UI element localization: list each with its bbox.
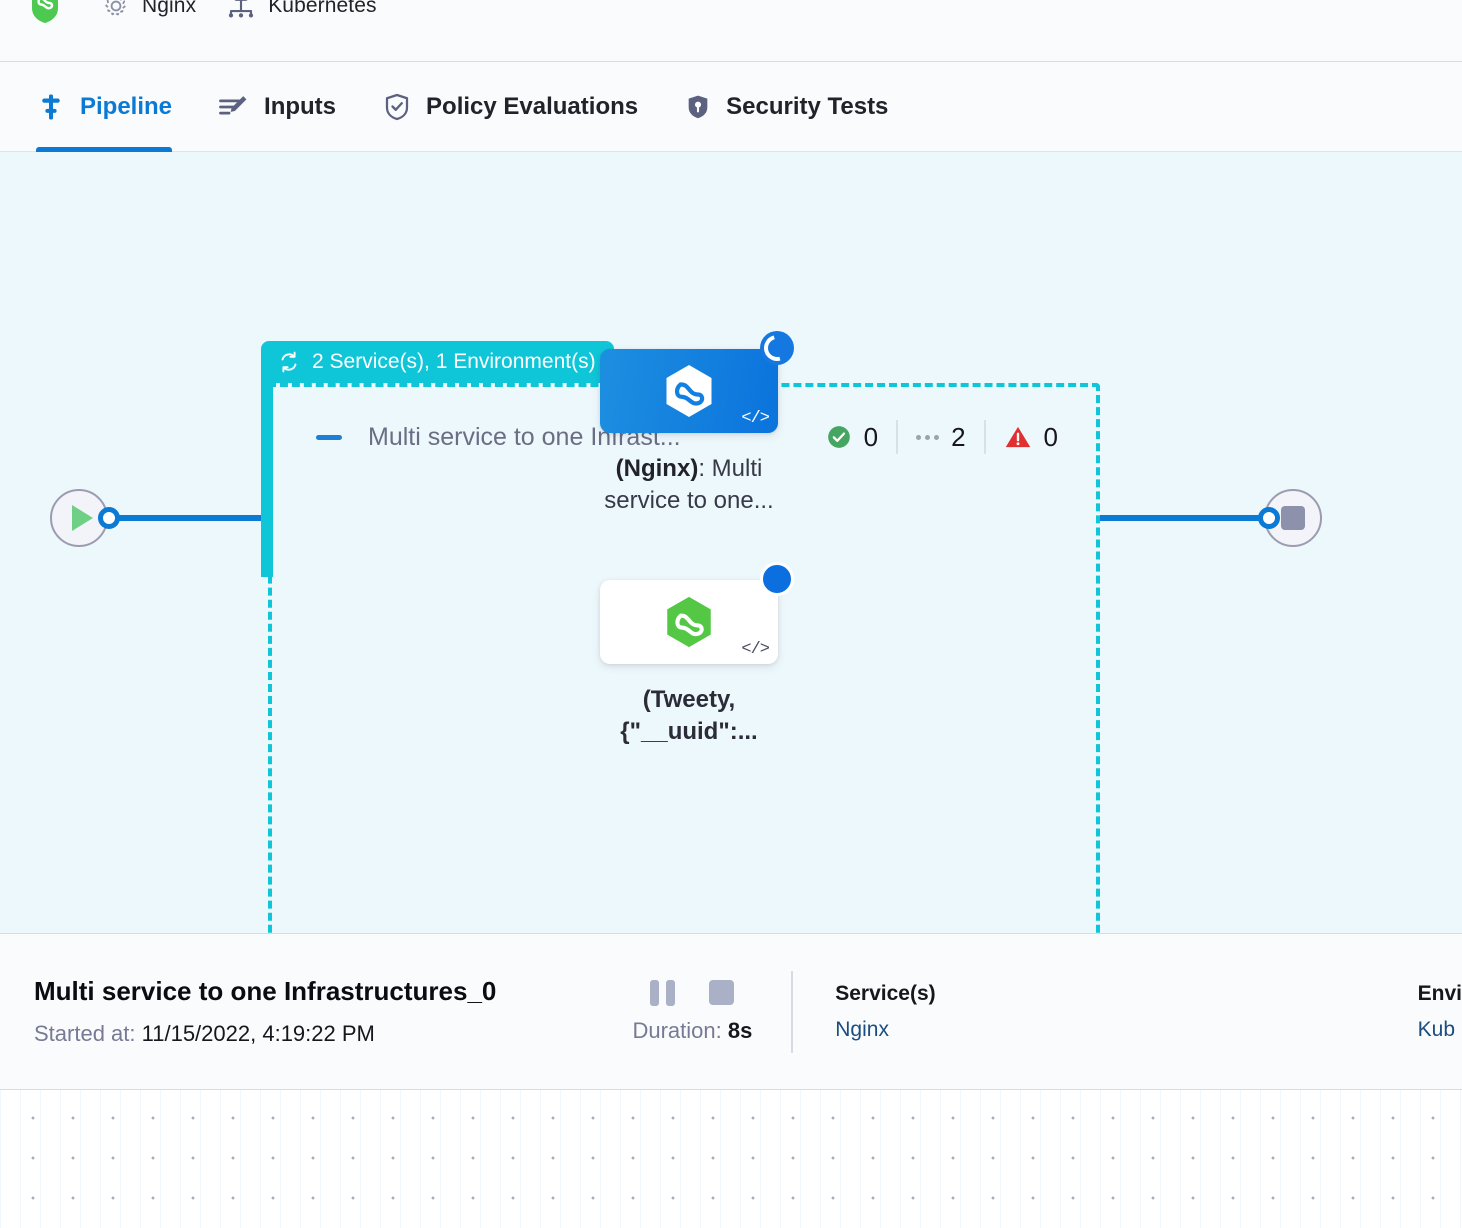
execution-detail-left: Multi service to one Infrastructures_0 S… — [0, 976, 594, 1047]
execution-controls: Duration: 8s — [594, 979, 792, 1044]
environments-column: Envi Kub — [1376, 982, 1462, 1042]
inputs-icon — [219, 95, 247, 115]
gear-icon — [105, 0, 126, 16]
spinner-badge — [760, 331, 794, 365]
stage-status-group: 0 2 0 — [808, 420, 1076, 454]
service-node-tweety-label: (Tweety, {"__uuid":... — [620, 686, 758, 746]
tab-inputs-label: Inputs — [264, 92, 337, 120]
page-title: Multi service to one Infrastructures_0 — [34, 976, 497, 1006]
matrix-group-badge-label: 2 Service(s), 1 Environment(s) — [312, 350, 596, 373]
services-column-head: Service(s) — [835, 981, 936, 1005]
tab-pipeline-label: Pipeline — [80, 92, 173, 120]
service-node-nginx[interactable]: </> (Nginx): Multi service to one... — [600, 331, 794, 517]
duration-label: Duration: — [632, 1017, 722, 1043]
breadcrumb-item-nginx[interactable]: Nginx — [102, 0, 196, 20]
code-view-icon[interactable]: </> — [741, 640, 770, 659]
pause-icon[interactable] — [650, 979, 676, 1006]
status-pending-count: 2 — [951, 421, 966, 452]
collapse-dash-icon[interactable] — [316, 434, 342, 440]
service-node-nginx-label: (Nginx): Multi service to one... — [589, 453, 789, 517]
matrix-group-badge[interactable]: 2 Service(s), 1 Environment(s) — [261, 341, 614, 383]
end-connector-dot — [1258, 507, 1280, 529]
services-column: Service(s) Nginx — [793, 982, 935, 1042]
service-node-nginx-card[interactable]: </> — [600, 331, 794, 433]
pipeline-end-node[interactable] — [1264, 489, 1322, 547]
stop-icon — [1281, 506, 1305, 530]
tab-pipeline[interactable]: Pipeline — [36, 62, 173, 152]
status-pending: 2 — [896, 420, 983, 454]
breadcrumb-item-kubernetes[interactable]: Kubernetes — [226, 0, 377, 21]
detail-divider — [791, 970, 794, 1053]
edge-start-to-group — [104, 515, 272, 521]
status-success: 0 — [808, 420, 896, 454]
service-node-tweety[interactable]: </> (Tweety, {"__uuid":... — [600, 562, 794, 748]
play-icon — [71, 505, 93, 531]
loop-repeat-icon — [281, 351, 297, 373]
tab-security-tests[interactable]: Security Tests — [684, 62, 888, 152]
breadcrumb-item-kubernetes-label: Kubernetes — [268, 0, 377, 17]
environments-column-head: Envi — [1417, 981, 1462, 1005]
background-dot-grid[interactable] — [0, 1090, 1462, 1228]
security-shield-icon — [688, 95, 708, 118]
started-at-row: Started at: 11/15/2022, 4:19:22 PM — [34, 1021, 594, 1047]
service-node-tweety-card[interactable]: </> — [600, 562, 794, 664]
pipeline-icon — [42, 94, 60, 119]
harness-logo-icon — [32, 0, 58, 23]
tab-policy-evaluations[interactable]: Policy Evaluations — [382, 62, 638, 152]
started-at-value: 11/15/2022, 4:19:22 PM — [141, 1021, 375, 1046]
tab-security-tests-label: Security Tests — [726, 92, 889, 120]
edge-group-to-end — [1100, 515, 1268, 521]
status-failed-count: 0 — [1043, 421, 1058, 452]
execution-detail-panel: Multi service to one Infrastructures_0 S… — [0, 933, 1462, 1090]
check-circle-icon — [827, 426, 850, 448]
stop-square-icon[interactable] — [709, 980, 735, 1005]
policy-shield-icon — [385, 93, 409, 120]
code-view-icon[interactable]: </> — [741, 409, 770, 428]
start-connector-dot — [98, 507, 120, 529]
started-at-label: Started at: — [34, 1021, 136, 1046]
duration-value: 8s — [727, 1017, 753, 1043]
harness-hexagon-green-icon — [667, 596, 711, 648]
control-buttons — [650, 979, 735, 1006]
tab-policy-evaluations-label: Policy Evaluations — [426, 92, 639, 120]
tab-inputs[interactable]: Inputs — [218, 62, 336, 152]
status-success-count: 0 — [863, 421, 879, 452]
harness-hexagon-blue-icon — [666, 365, 712, 417]
service-node-nginx-label-rest: : Multi service to one... — [604, 455, 774, 515]
status-failed: 0 — [983, 420, 1076, 454]
breadcrumb-bar: Nginx Kubernetes — [0, 0, 1462, 62]
environments-column-value[interactable]: Kub — [1417, 1017, 1456, 1041]
warning-triangle-icon — [1005, 426, 1030, 448]
tab-bar: Pipeline Inputs Policy Evaluations Secur… — [0, 62, 1462, 152]
dots-icon — [916, 434, 940, 440]
infrastructure-icon — [229, 0, 254, 18]
services-column-value[interactable]: Nginx — [835, 1017, 889, 1041]
breadcrumb-item-nginx-label: Nginx — [142, 0, 197, 17]
duration-row: Duration: 8s — [632, 1018, 752, 1044]
pipeline-graph-canvas[interactable]: 2 Service(s), 1 Environment(s) Multi ser… — [0, 152, 1462, 933]
service-node-nginx-label-bold: (Nginx) — [615, 455, 699, 482]
running-dot-badge — [760, 562, 794, 596]
breadcrumb-item-harness[interactable] — [30, 0, 72, 24]
